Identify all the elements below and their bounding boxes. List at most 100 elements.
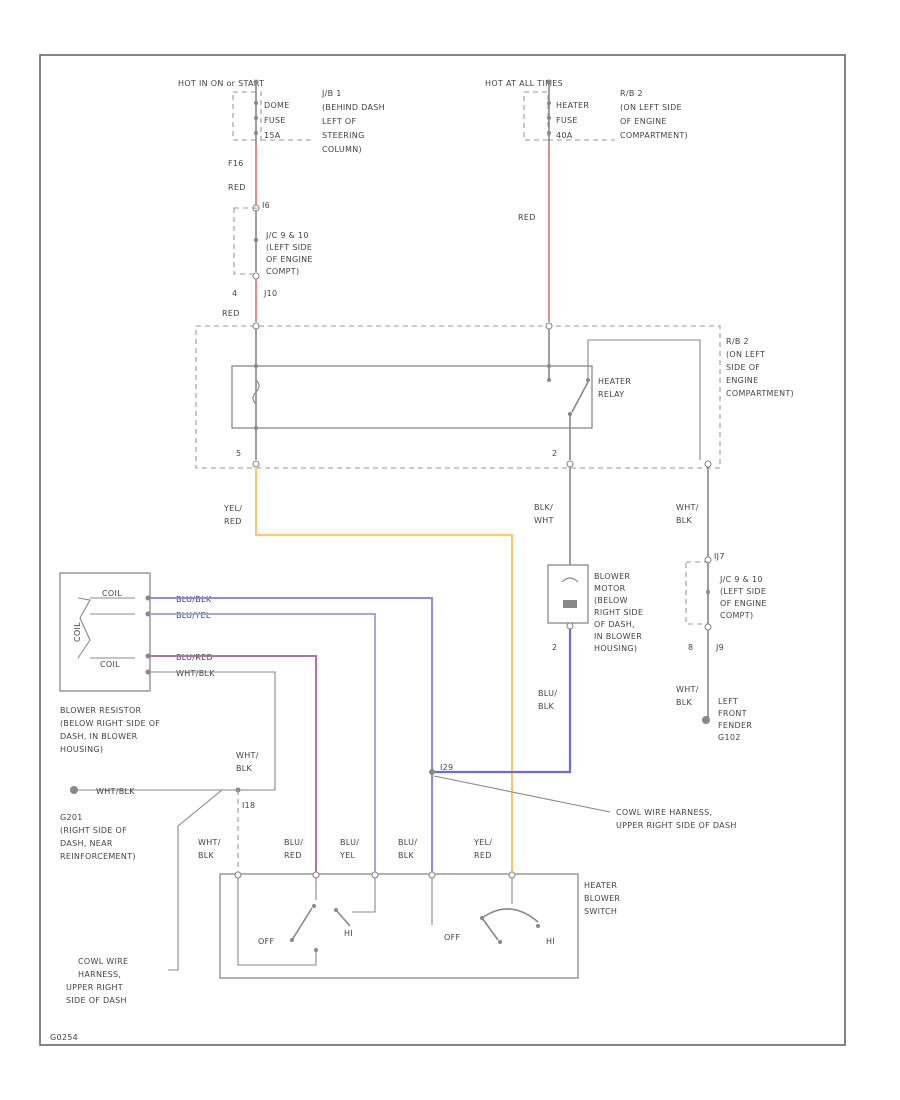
- diagram-frame: [39, 54, 846, 1046]
- svg-text:BLU/: BLU/: [398, 838, 417, 847]
- svg-text:BLOWER RESISTOR: BLOWER RESISTOR: [60, 706, 142, 715]
- svg-text:LEFT OF: LEFT OF: [322, 117, 356, 126]
- svg-text:BLU/BLK: BLU/BLK: [176, 595, 212, 604]
- svg-text:COIL: COIL: [102, 589, 122, 598]
- svg-text:RELAY: RELAY: [598, 390, 625, 399]
- svg-text:HEATER: HEATER: [556, 101, 589, 110]
- wire-yel-red: [254, 467, 514, 872]
- svg-text:BLU/: BLU/: [284, 838, 303, 847]
- svg-text:OF ENGINE: OF ENGINE: [720, 599, 767, 608]
- heater-blower-switch: WHT/ BLK BLU/ RED BLU/ YEL BLU/ BLK YEL/…: [198, 838, 620, 979]
- svg-text:WHT/BLK: WHT/BLK: [176, 669, 215, 678]
- svg-text:HI: HI: [546, 937, 555, 946]
- junction-connector-upper: I6 J/C 9 & 10 (LEFT SIDE OF ENGINE COMPT…: [232, 201, 313, 298]
- svg-text:MOTOR: MOTOR: [594, 584, 626, 593]
- svg-text:(LEFT SIDE: (LEFT SIDE: [720, 587, 766, 596]
- svg-text:FUSE: FUSE: [556, 116, 578, 125]
- source-label-right: HOT AT ALL TIMES: [485, 79, 563, 88]
- wire-blu-blk: [150, 597, 433, 872]
- svg-text:COWL WIRE HARNESS,: COWL WIRE HARNESS,: [616, 808, 712, 817]
- svg-text:HEATER: HEATER: [584, 881, 617, 890]
- svg-text:R/B 2: R/B 2: [620, 89, 643, 98]
- svg-text:J9: J9: [715, 643, 724, 652]
- splice-i29: I29 COWL WIRE HARNESS, UPPER RIGHT SIDE …: [429, 763, 736, 830]
- svg-text:8: 8: [688, 643, 693, 652]
- svg-text:BLU/RED: BLU/RED: [176, 653, 213, 662]
- svg-text:4: 4: [232, 289, 237, 298]
- svg-text:COIL: COIL: [100, 660, 120, 669]
- svg-text:I29: I29: [440, 763, 453, 772]
- svg-text:FENDER: FENDER: [718, 721, 752, 730]
- svg-text:OF DASH,: OF DASH,: [594, 620, 635, 629]
- svg-text:R/B 2: R/B 2: [726, 337, 749, 346]
- svg-text:2: 2: [552, 643, 557, 652]
- source-label-left: HOT IN ON or START: [178, 79, 264, 88]
- dome-fuse-assembly: HOT IN ON or START DOME FUSE 15A J/B 1 (…: [178, 79, 385, 154]
- svg-text:ENGINE: ENGINE: [726, 376, 758, 385]
- svg-text:WHT: WHT: [534, 516, 554, 525]
- svg-text:40A: 40A: [556, 131, 573, 140]
- svg-text:STEERING: STEERING: [322, 131, 365, 140]
- svg-text:(BELOW: (BELOW: [594, 596, 628, 605]
- svg-text:(BELOW RIGHT SIDE OF: (BELOW RIGHT SIDE OF: [60, 719, 160, 728]
- svg-text:YEL: YEL: [339, 851, 356, 860]
- wire-blu-blk-motor: [432, 629, 572, 774]
- svg-text:15A: 15A: [264, 131, 281, 140]
- svg-text:J/C 9 & 10: J/C 9 & 10: [719, 575, 763, 584]
- svg-text:HARNESS,: HARNESS,: [78, 970, 121, 979]
- footer-code: G0254: [50, 1033, 78, 1042]
- heater-relay-block: HEATER RELAY R/B 2 (ON LEFT SIDE OF ENGI…: [195, 322, 794, 469]
- svg-text:DOME: DOME: [264, 101, 290, 110]
- svg-text:LEFT: LEFT: [718, 697, 738, 706]
- svg-text:BLK: BLK: [676, 516, 693, 525]
- svg-text:WHT/: WHT/: [676, 503, 699, 512]
- svg-text:WHT/: WHT/: [236, 751, 259, 760]
- svg-text:5: 5: [236, 449, 241, 458]
- svg-text:UPPER RIGHT: UPPER RIGHT: [66, 983, 123, 992]
- svg-text:RED: RED: [518, 213, 536, 222]
- svg-text:HOUSING): HOUSING): [60, 745, 103, 754]
- svg-text:BLK: BLK: [236, 764, 253, 773]
- ground-g201: WHT/BLK WHT/ BLK I18 G201 (RIGHT SIDE OF…: [60, 751, 259, 872]
- svg-text:COMPARTMENT): COMPARTMENT): [726, 389, 794, 398]
- svg-text:COMPT): COMPT): [266, 267, 299, 276]
- svg-text:RED: RED: [224, 517, 242, 526]
- svg-text:FRONT: FRONT: [718, 709, 747, 718]
- svg-text:SIDE OF: SIDE OF: [726, 363, 760, 372]
- svg-text:BLOWER: BLOWER: [594, 572, 630, 581]
- blower-motor: BLOWER MOTOR (BELOW RIGHT SIDE OF DASH, …: [547, 564, 643, 653]
- svg-text:(BEHIND DASH: (BEHIND DASH: [322, 103, 385, 112]
- svg-text:J10: J10: [263, 289, 277, 298]
- svg-text:HI: HI: [344, 929, 353, 938]
- svg-text:YEL/: YEL/: [223, 504, 242, 513]
- svg-text:J/C 9 & 10: J/C 9 & 10: [265, 231, 309, 240]
- svg-text:COLUMN): COLUMN): [322, 145, 362, 154]
- svg-text:BLU/: BLU/: [538, 689, 557, 698]
- svg-text:IN BLOWER: IN BLOWER: [594, 632, 642, 641]
- svg-text:WHT/BLK: WHT/BLK: [96, 787, 135, 796]
- svg-text:SWITCH: SWITCH: [584, 907, 617, 916]
- svg-text:(ON LEFT SIDE: (ON LEFT SIDE: [620, 103, 682, 112]
- svg-text:(ON LEFT: (ON LEFT: [726, 350, 765, 359]
- svg-text:OFF: OFF: [444, 933, 460, 942]
- svg-text:IJ7: IJ7: [714, 552, 725, 561]
- svg-text:2: 2: [552, 449, 557, 458]
- svg-text:COMPARTMENT): COMPARTMENT): [620, 131, 688, 140]
- svg-text:RED: RED: [228, 183, 246, 192]
- svg-text:OF ENGINE: OF ENGINE: [266, 255, 313, 264]
- svg-text:(LEFT SIDE: (LEFT SIDE: [266, 243, 312, 252]
- svg-text:BLK: BLK: [676, 698, 693, 707]
- svg-text:RED: RED: [222, 309, 240, 318]
- svg-text:BLU/: BLU/: [340, 838, 359, 847]
- svg-text:OF ENGINE: OF ENGINE: [620, 117, 667, 126]
- svg-text:(RIGHT SIDE OF: (RIGHT SIDE OF: [60, 826, 127, 835]
- junction-connector-ground: IJ7 J/C 9 & 10 (LEFT SIDE OF ENGINE COMP…: [676, 552, 767, 742]
- svg-text:COMPT): COMPT): [720, 611, 753, 620]
- svg-text:SIDE OF DASH: SIDE OF DASH: [66, 996, 127, 1005]
- svg-text:G102: G102: [718, 733, 741, 742]
- svg-text:I6: I6: [262, 201, 270, 210]
- svg-text:RED: RED: [474, 851, 492, 860]
- heater-fuse-assembly: HOT AT ALL TIMES HEATER FUSE 40A R/B 2 (…: [485, 79, 688, 145]
- svg-text:G201: G201: [60, 813, 83, 822]
